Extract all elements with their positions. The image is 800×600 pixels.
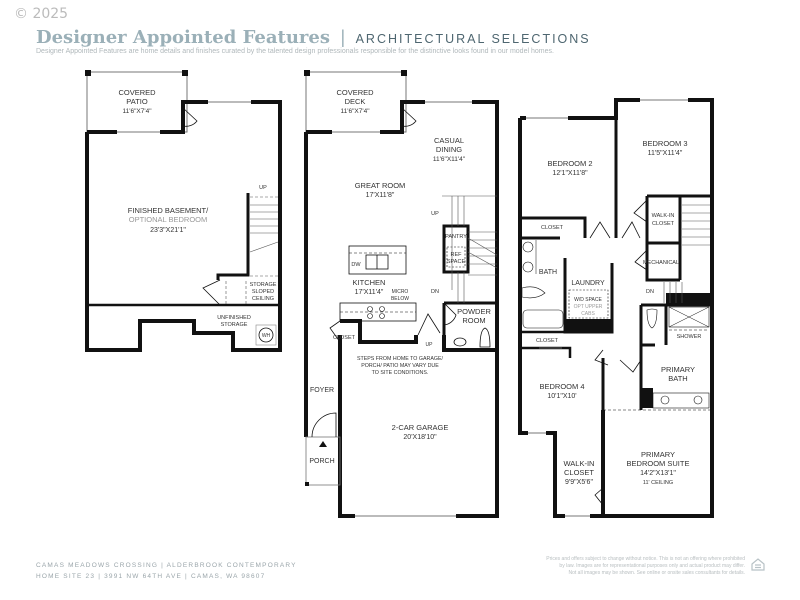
primary-suite-label: PRIMARY bbox=[641, 450, 675, 459]
foyer-label: FOYER bbox=[310, 387, 334, 394]
basement-plan bbox=[85, 70, 282, 352]
svg-text:BELOW: BELOW bbox=[391, 296, 409, 302]
page-header: Designer Appointed Features | ARCHITECTU… bbox=[36, 27, 591, 48]
upper-floor-plan bbox=[518, 98, 714, 518]
porch-label: PORCH bbox=[309, 458, 334, 465]
svg-text:23'3"X21'1": 23'3"X21'1" bbox=[150, 227, 186, 234]
primary-bath-label: PRIMARY bbox=[661, 365, 695, 374]
footer-address: CAMAS MEADOWS CROSSING | ALDERBROOK CONT… bbox=[36, 560, 297, 582]
svg-text:DW: DW bbox=[351, 262, 361, 268]
svg-text:CLOSET: CLOSET bbox=[564, 468, 594, 477]
water-heater-icon: WH bbox=[262, 333, 271, 339]
svg-text:SLOPED: SLOPED bbox=[252, 289, 274, 295]
svg-text:PORCH/ PATIO MAY VARY DUE: PORCH/ PATIO MAY VARY DUE bbox=[361, 363, 439, 369]
main-floor-plan bbox=[304, 70, 499, 518]
powder-room-label: POWDER bbox=[457, 307, 491, 316]
footer-community: CAMAS MEADOWS CROSSING | ALDERBROOK CONT… bbox=[36, 562, 297, 569]
svg-text:17'X11'4": 17'X11'4" bbox=[355, 289, 384, 296]
svg-text:11'6"X11'4": 11'6"X11'4" bbox=[433, 156, 466, 163]
kitchen-label: KITCHEN bbox=[353, 278, 386, 287]
svg-text:STEPS FROM HOME TO GARAGE/: STEPS FROM HOME TO GARAGE/ bbox=[357, 356, 444, 362]
finished-basement-label: FINISHED BASEMENT/ bbox=[128, 206, 209, 215]
svg-text:SHOWER: SHOWER bbox=[677, 334, 702, 340]
svg-text:12'1"X11'8": 12'1"X11'8" bbox=[552, 170, 588, 177]
svg-text:UP: UP bbox=[431, 211, 439, 217]
page-subtitle: ARCHITECTURAL SELECTIONS bbox=[355, 32, 591, 46]
footer-disclaimer: Prices and offers subject to change with… bbox=[546, 556, 745, 576]
svg-text:CLOSET: CLOSET bbox=[652, 221, 675, 227]
svg-text:10'1"X10': 10'1"X10' bbox=[547, 393, 576, 400]
svg-text:CEILING: CEILING bbox=[252, 296, 274, 302]
svg-text:TO SITE CONDITIONS.: TO SITE CONDITIONS. bbox=[372, 370, 429, 376]
svg-text:CABS: CABS bbox=[581, 311, 595, 317]
svg-text:DINING: DINING bbox=[436, 145, 462, 154]
svg-text:UNFINISHED: UNFINISHED bbox=[217, 315, 251, 321]
svg-text:PATIO: PATIO bbox=[126, 97, 148, 106]
svg-text:MICRO: MICRO bbox=[392, 289, 409, 295]
copyright-text: © 2025 bbox=[14, 6, 69, 22]
title-separator: | bbox=[340, 27, 346, 47]
covered-patio-label: COVERED bbox=[118, 88, 156, 97]
svg-text:STORAGE: STORAGE bbox=[250, 282, 277, 288]
svg-text:9'9"X5'6": 9'9"X5'6" bbox=[565, 479, 593, 486]
svg-text:11'5"X11'4": 11'5"X11'4" bbox=[648, 150, 683, 157]
bedroom-2-label: BEDROOM 2 bbox=[547, 159, 592, 168]
footer-homesite: HOME SITE 23 | 3991 NW 64TH AVE | CAMAS,… bbox=[36, 573, 266, 580]
svg-text:DN: DN bbox=[646, 289, 654, 295]
page-description: Designer Appointed Features are home det… bbox=[36, 48, 554, 55]
svg-text:STORAGE: STORAGE bbox=[221, 322, 248, 328]
svg-text:OPTIONAL BEDROOM: OPTIONAL BEDROOM bbox=[129, 215, 207, 224]
svg-text:SPACE: SPACE bbox=[447, 259, 466, 265]
bedroom-4-label: BEDROOM 4 bbox=[539, 382, 584, 391]
laundry-label: LAUNDRY bbox=[571, 280, 605, 287]
covered-deck-label: COVERED bbox=[336, 88, 374, 97]
svg-text:BATH: BATH bbox=[668, 374, 687, 383]
svg-text:14'2"X13'1": 14'2"X13'1" bbox=[640, 470, 676, 477]
svg-text:W/D SPACE: W/D SPACE bbox=[574, 297, 602, 303]
svg-text:REF: REF bbox=[451, 252, 463, 258]
svg-text:11'6"X7'4": 11'6"X7'4" bbox=[122, 108, 152, 115]
equal-housing-icon bbox=[751, 558, 765, 571]
bath-label: BATH bbox=[539, 269, 557, 276]
page-title: Designer Appointed Features bbox=[36, 27, 330, 48]
walk-in-closet-label: WALK-IN bbox=[564, 459, 595, 468]
svg-text:DN: DN bbox=[431, 289, 439, 295]
svg-text:WALK-IN: WALK-IN bbox=[652, 213, 675, 219]
casual-dining-label: CASUAL bbox=[434, 136, 464, 145]
bedroom-3-label: BEDROOM 3 bbox=[642, 139, 687, 148]
svg-text:DECK: DECK bbox=[345, 97, 366, 106]
svg-text:MECHANICAL: MECHANICAL bbox=[643, 260, 679, 266]
svg-text:17'X11'8": 17'X11'8" bbox=[366, 192, 395, 199]
svg-text:ROOM: ROOM bbox=[462, 316, 485, 325]
svg-text:PANTRY: PANTRY bbox=[445, 234, 467, 240]
svg-text:20'X18'10": 20'X18'10" bbox=[403, 434, 437, 441]
great-room-label: GREAT ROOM bbox=[355, 181, 406, 190]
svg-text:UP: UP bbox=[259, 185, 267, 191]
svg-text:BEDROOM SUITE: BEDROOM SUITE bbox=[627, 459, 690, 468]
svg-text:OPT UPPER: OPT UPPER bbox=[574, 304, 603, 310]
svg-text:CLOSET: CLOSET bbox=[541, 225, 564, 231]
svg-text:CLOSET: CLOSET bbox=[536, 338, 559, 344]
garage-label: 2-CAR GARAGE bbox=[392, 423, 449, 432]
svg-text:11'6"X7'4": 11'6"X7'4" bbox=[340, 108, 370, 115]
svg-text:UP: UP bbox=[426, 342, 434, 348]
svg-text:11' CEILING: 11' CEILING bbox=[643, 480, 673, 486]
svg-text:CLOSET: CLOSET bbox=[333, 335, 356, 341]
